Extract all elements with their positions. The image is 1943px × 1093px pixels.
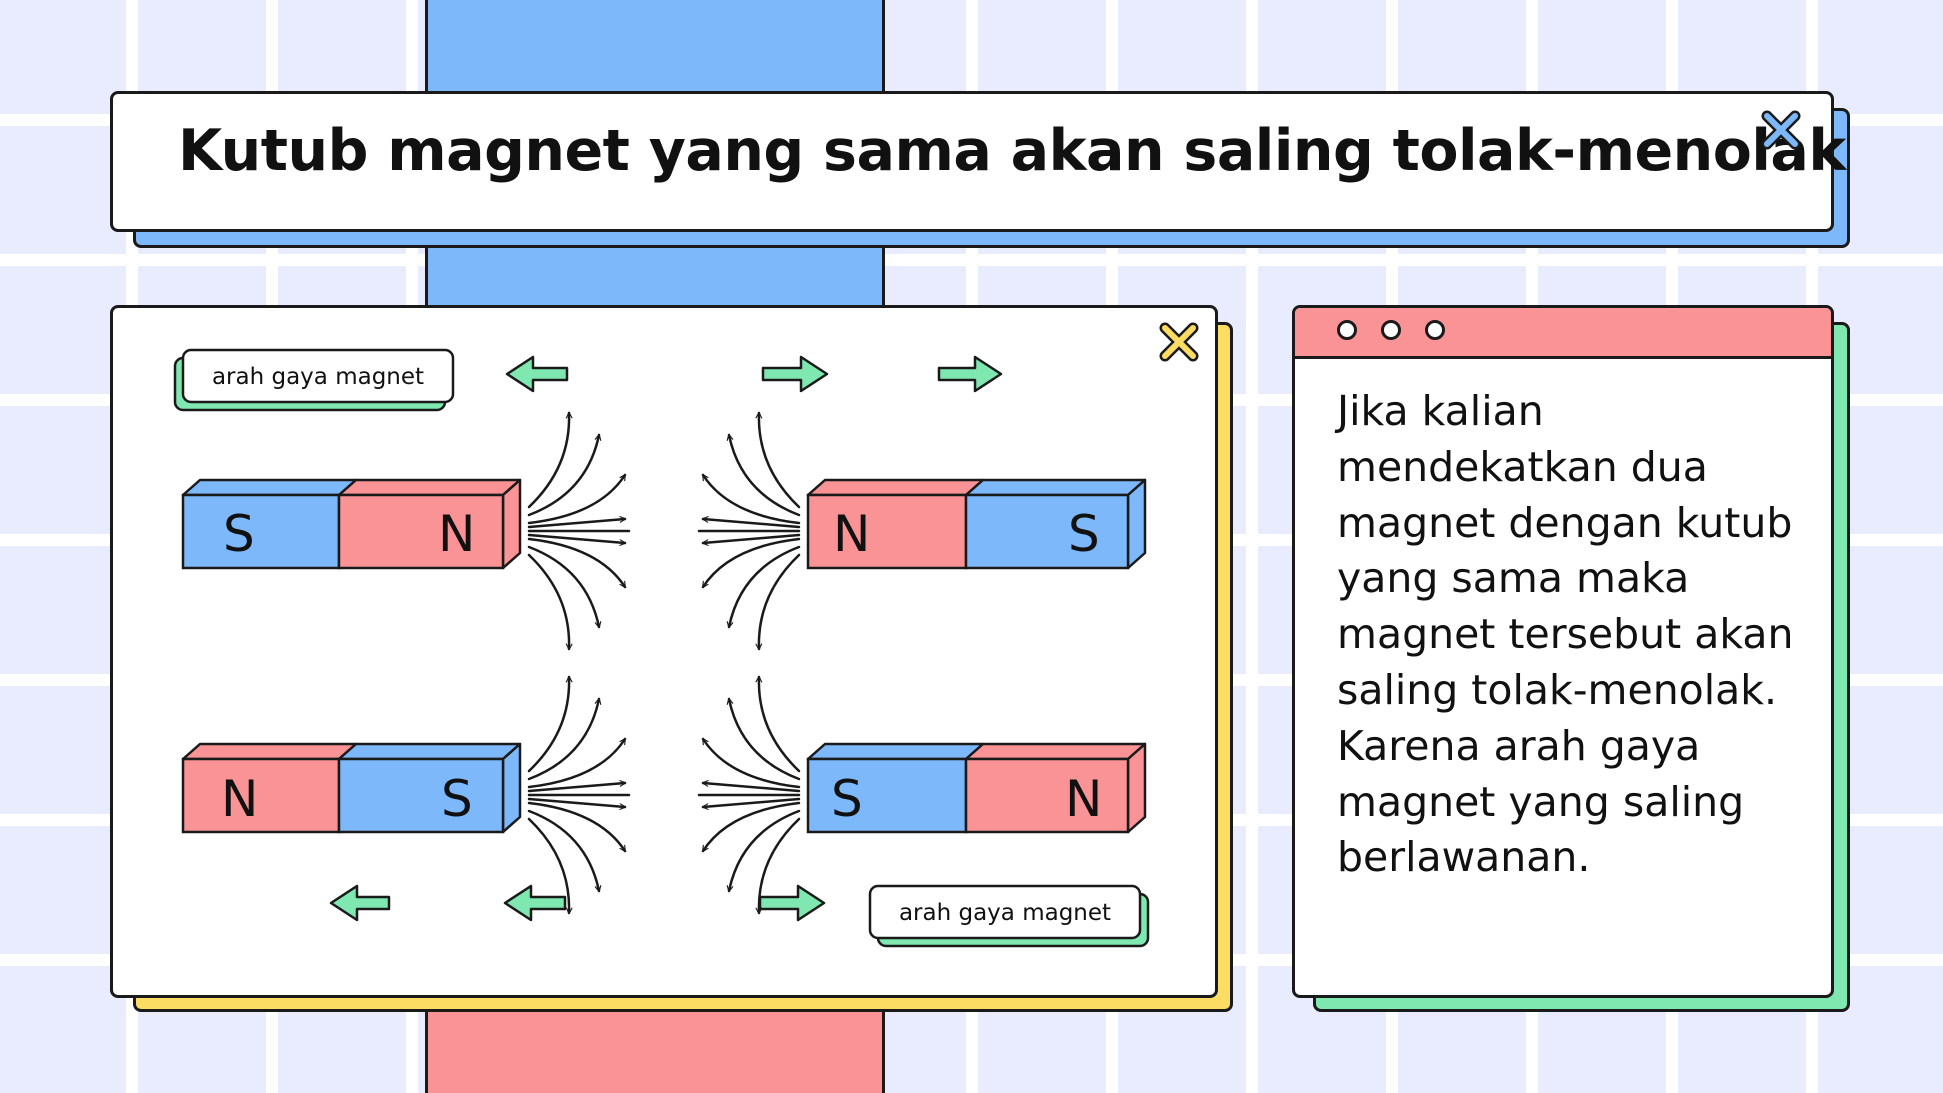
field-line xyxy=(527,780,627,793)
pole-label: S xyxy=(831,770,863,828)
bar-magnet: N S xyxy=(181,742,522,834)
pole-label: N xyxy=(1065,770,1102,828)
field-line xyxy=(527,817,573,915)
pole-label: N xyxy=(438,505,475,563)
field-line xyxy=(527,533,627,546)
pole-label: N xyxy=(221,770,258,828)
force-label-text: arah gaya magnet xyxy=(899,900,1111,926)
window-title-bar xyxy=(1295,308,1831,359)
field-line xyxy=(527,737,627,789)
bar-magnet: N S xyxy=(806,478,1147,570)
pole-label: S xyxy=(441,770,473,828)
info-panel: Jika kalian mendekatkan dua magnet denga… xyxy=(1292,305,1834,998)
field-line xyxy=(755,675,801,773)
force-label-text: arah gaya magnet xyxy=(212,364,424,390)
field-line xyxy=(701,780,801,793)
title-panel: Kutub magnet yang sama akan saling tolak… xyxy=(110,91,1846,232)
field-line xyxy=(527,697,602,781)
force-direction-label: arah gaya magnet xyxy=(173,348,455,412)
force-arrow-right xyxy=(761,355,829,393)
field-line xyxy=(726,809,801,893)
field-line xyxy=(755,553,801,651)
field-line xyxy=(701,473,801,525)
bar-magnet: S N xyxy=(806,742,1147,834)
field-line xyxy=(527,801,627,853)
field-line xyxy=(701,537,801,589)
force-arrow-right xyxy=(937,355,1003,393)
field-line xyxy=(527,537,627,589)
magnetic-field-lines xyxy=(527,411,801,915)
force-arrow-left xyxy=(505,355,569,393)
explanation-text: Jika kalian mendekatkan dua magnet denga… xyxy=(1337,387,1794,882)
field-line xyxy=(527,516,627,529)
field-line xyxy=(701,533,801,546)
field-line xyxy=(527,473,627,525)
force-arrow-right xyxy=(758,884,826,922)
field-line xyxy=(527,553,573,651)
force-arrow-left xyxy=(503,884,567,922)
field-line xyxy=(527,545,602,629)
field-line xyxy=(701,516,801,529)
magnet-diagram: arah gaya magnet arah gaya magnet xyxy=(173,348,1150,948)
close-icon[interactable] xyxy=(1759,108,1803,152)
force-arrow-left xyxy=(329,884,391,922)
field-line xyxy=(527,809,602,893)
field-line xyxy=(726,697,801,781)
window-dot-icon xyxy=(1381,320,1401,340)
field-line xyxy=(701,797,801,810)
field-line xyxy=(527,797,627,810)
field-line xyxy=(755,817,801,915)
field-line xyxy=(726,545,801,629)
pole-label: S xyxy=(223,505,255,563)
field-line xyxy=(527,411,573,509)
close-icon[interactable] xyxy=(1157,320,1201,364)
pole-label: N xyxy=(833,505,870,563)
force-direction-label: arah gaya magnet xyxy=(868,884,1150,948)
pole-label: S xyxy=(1068,505,1100,563)
bar-magnet: S N xyxy=(181,478,522,570)
field-line xyxy=(527,433,602,517)
page-title: Kutub magnet yang sama akan saling tolak… xyxy=(178,118,1846,184)
field-line xyxy=(726,433,801,517)
window-dot-icon xyxy=(1337,320,1357,340)
diagram-panel: arah gaya magnet arah gaya magnet xyxy=(110,305,1218,998)
field-line xyxy=(701,737,801,789)
field-line xyxy=(527,675,573,773)
field-line xyxy=(755,411,801,509)
window-dot-icon xyxy=(1425,320,1445,340)
field-line xyxy=(701,801,801,853)
